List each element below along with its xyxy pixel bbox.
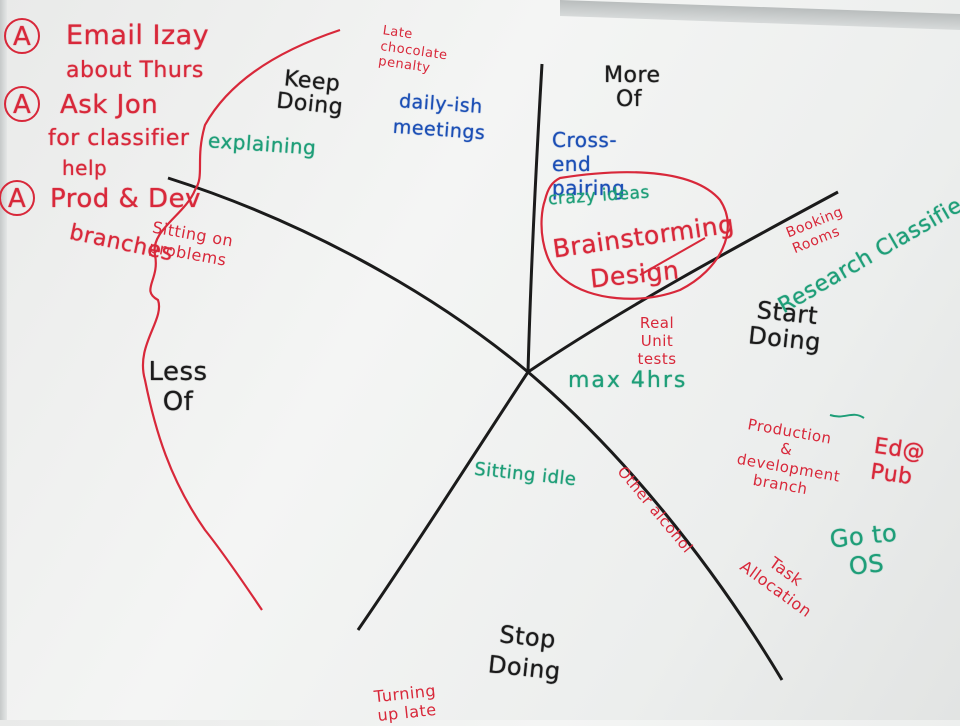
divider-line-up bbox=[526, 63, 544, 373]
note-go-to-os: Go to OS bbox=[828, 518, 899, 581]
action-item-text: help bbox=[62, 156, 108, 180]
action-item-text: Prod & Dev bbox=[50, 184, 201, 214]
whiteboard-frame-left bbox=[0, 0, 7, 720]
brainstorming-circle bbox=[540, 171, 729, 300]
section-keep-doing: Keep Doing bbox=[275, 66, 345, 121]
action-item-text: about Thurs bbox=[66, 58, 204, 83]
action-item-text: for classifier bbox=[48, 126, 190, 151]
action-marker: A bbox=[8, 184, 27, 214]
action-marker-circle-2 bbox=[4, 86, 40, 122]
note-ed-pub: Ed@ Pub bbox=[868, 433, 927, 491]
divider-line-right bbox=[527, 190, 839, 374]
note-daily-meetings: daily-ish meetings bbox=[392, 90, 487, 144]
note-cross-end-pairing: Cross-end pairing bbox=[552, 128, 626, 200]
action-marker-circle-1 bbox=[4, 18, 40, 54]
note-turning-up-late: Turning up late bbox=[373, 680, 438, 726]
section-more-of: More Of bbox=[604, 63, 661, 113]
divider-line-down-left bbox=[356, 371, 530, 631]
research-scribble bbox=[829, 413, 865, 419]
note-max-4hrs: max 4hrs bbox=[568, 368, 688, 393]
divider-line-left bbox=[167, 176, 529, 374]
section-less-of: Less Of bbox=[148, 357, 208, 417]
note-real-unit-tests: Real Unit tests bbox=[637, 314, 677, 368]
brainstorming-underline bbox=[639, 237, 706, 276]
action-item-text: Ask Jon bbox=[60, 90, 159, 120]
action-marker-circle-3 bbox=[0, 180, 35, 216]
action-marker: A bbox=[13, 22, 32, 52]
divider-line-down-right bbox=[527, 370, 784, 681]
action-item-text: Email Izay bbox=[66, 20, 210, 51]
red-profile-line bbox=[142, 28, 341, 611]
action-marker: A bbox=[13, 90, 32, 120]
section-stop-doing: Stop Doing bbox=[486, 620, 563, 686]
